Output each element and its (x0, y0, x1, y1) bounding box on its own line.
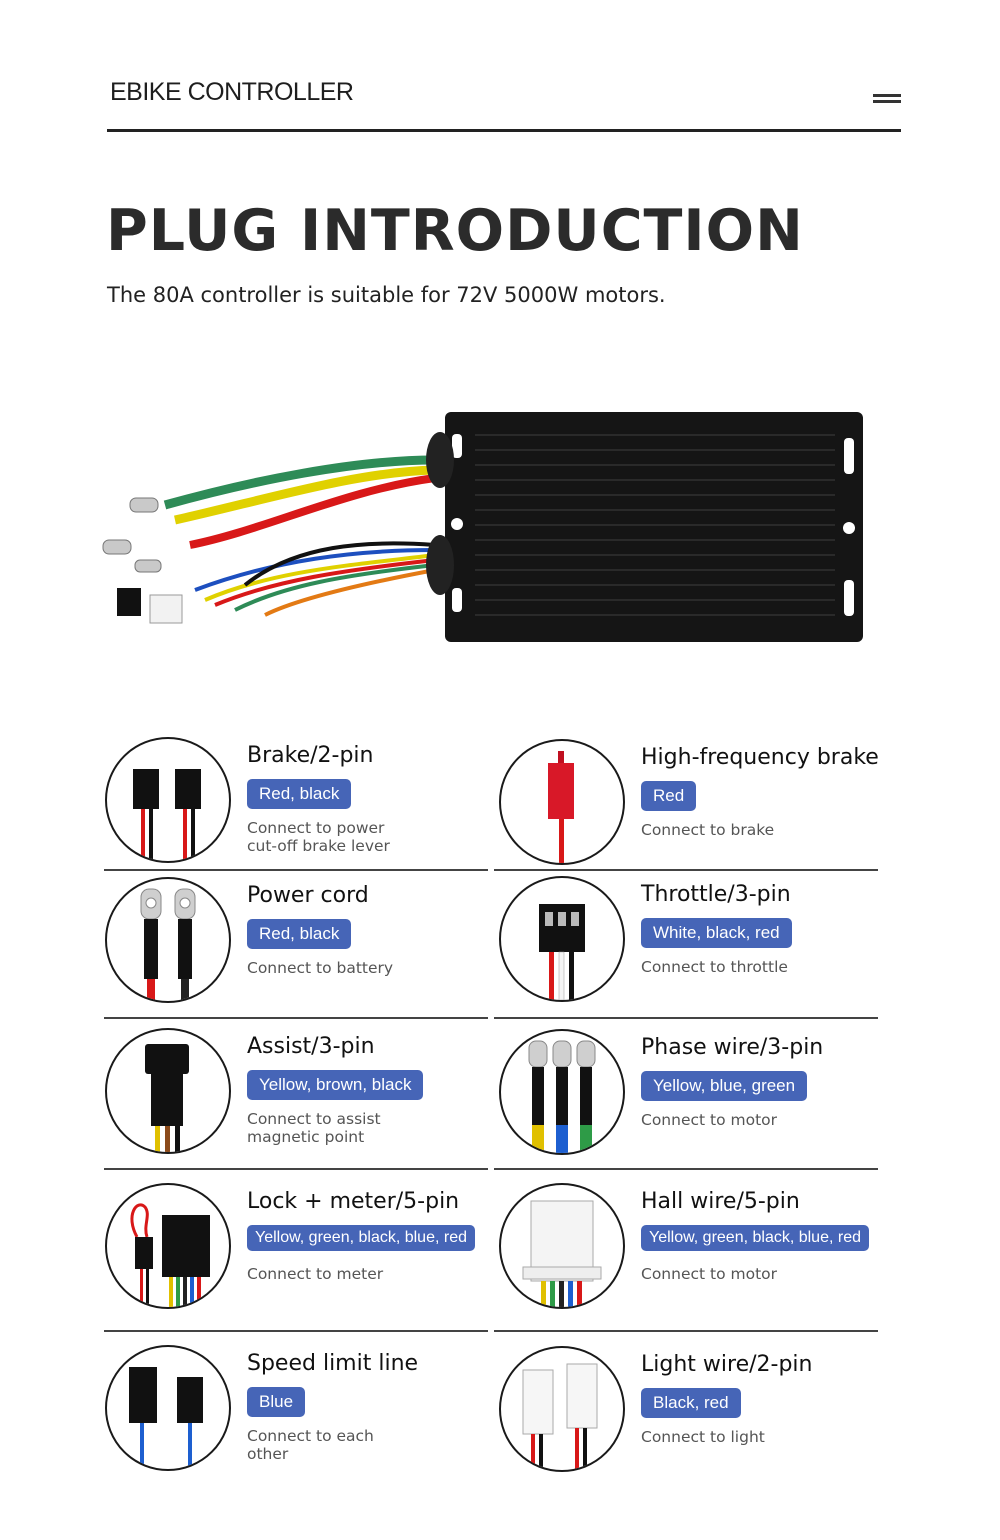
plug-title: Hall wire/5-pin (641, 1189, 800, 1214)
hamburger-menu-icon[interactable] (873, 94, 901, 103)
wire-color-badge: White, black, red (641, 918, 792, 948)
row-divider (104, 1330, 488, 1332)
plug-light-wire-2pin: Light wire/2-pin Black, red Connect to l… (499, 1346, 884, 1486)
controller-product-image (102, 412, 863, 642)
wire-color-badge: Yellow, blue, green (641, 1071, 808, 1101)
wire-color-badge: Black, red (641, 1388, 741, 1418)
assist-connector-image (105, 1028, 231, 1154)
header-divider (107, 129, 901, 132)
wire-color-badge: Red, black (247, 779, 352, 809)
plug-title: Phase wire/3-pin (641, 1035, 824, 1060)
row-divider (494, 1168, 878, 1170)
plug-brake-2pin: Brake/2-pin Red, black Connect to power … (105, 737, 490, 877)
plug-phase-wire-3pin: Phase wire/3-pin Yellow, blue, green Con… (499, 1029, 884, 1169)
plug-description: Connect to brake (641, 821, 775, 839)
plug-description: Connect to motor (641, 1111, 778, 1129)
high-frequency-brake-connector-image (499, 739, 625, 865)
phase-wire-lug-image (499, 1029, 625, 1155)
wire-color-badge: Yellow, green, black, blue, red (247, 1225, 475, 1251)
plug-title: Throttle/3-pin (641, 882, 791, 907)
plug-description: Connect to meter (247, 1265, 384, 1283)
plug-description: Connect to each other (247, 1427, 374, 1463)
hall-wire-connector-image (499, 1183, 625, 1309)
plug-hall-wire-5pin: Hall wire/5-pin Yellow, green, black, bl… (499, 1183, 884, 1323)
plug-title: Power cord (247, 883, 369, 908)
row-divider (494, 869, 878, 871)
plug-lock-meter-5pin: Lock + meter/5-pin Yellow, green, black,… (105, 1183, 490, 1323)
plug-description: Connect to throttle (641, 958, 788, 976)
plug-title: Lock + meter/5-pin (247, 1189, 460, 1214)
brake-connector-image (105, 737, 231, 863)
plug-description: Connect to battery (247, 959, 394, 977)
wire-color-badge: Blue (247, 1387, 306, 1417)
plug-description: Connect to power cut-off brake lever (247, 819, 390, 855)
speed-limit-connector-image (105, 1345, 231, 1471)
row-divider (104, 1017, 488, 1019)
throttle-connector-image (499, 876, 625, 1002)
plug-speed-limit-line: Speed limit line Blue Connect to each ot… (105, 1345, 490, 1485)
row-divider (104, 1168, 488, 1170)
plug-description: Connect to motor (641, 1265, 778, 1283)
plug-title: Assist/3-pin (247, 1034, 375, 1059)
wire-color-badge: Red, black (247, 919, 352, 949)
plug-title: Brake/2-pin (247, 743, 374, 768)
light-wire-connector-image (499, 1346, 625, 1472)
plug-title: Light wire/2-pin (641, 1352, 813, 1377)
page-title: PLUG INTRODUCTION (106, 198, 804, 264)
plug-title: High-frequency brake (641, 745, 879, 770)
plug-title: Speed limit line (247, 1351, 419, 1376)
header-title: EBIKE CONTROLLER (110, 78, 354, 106)
wire-color-badge: Red (641, 781, 697, 811)
plug-high-frequency-brake: High-frequency brake Red Connect to brak… (499, 739, 884, 879)
row-divider (494, 1017, 878, 1019)
row-divider (104, 869, 488, 871)
page-subtitle: The 80A controller is suitable for 72V 5… (107, 283, 666, 307)
lock-meter-connector-image (105, 1183, 231, 1309)
plug-assist-3pin: Assist/3-pin Yellow, brown, black Connec… (105, 1028, 490, 1168)
power-cord-lug-image (105, 877, 231, 1003)
wire-color-badge: Yellow, brown, black (247, 1070, 424, 1100)
plug-throttle-3pin: Throttle/3-pin White, black, red Connect… (499, 876, 884, 1016)
wire-color-badge: Yellow, green, black, blue, red (641, 1225, 869, 1251)
row-divider (494, 1330, 878, 1332)
plug-power-cord: Power cord Red, black Connect to battery (105, 877, 490, 1017)
plug-description: Connect to light (641, 1428, 765, 1446)
plug-description: Connect to assist magnetic point (247, 1110, 381, 1146)
